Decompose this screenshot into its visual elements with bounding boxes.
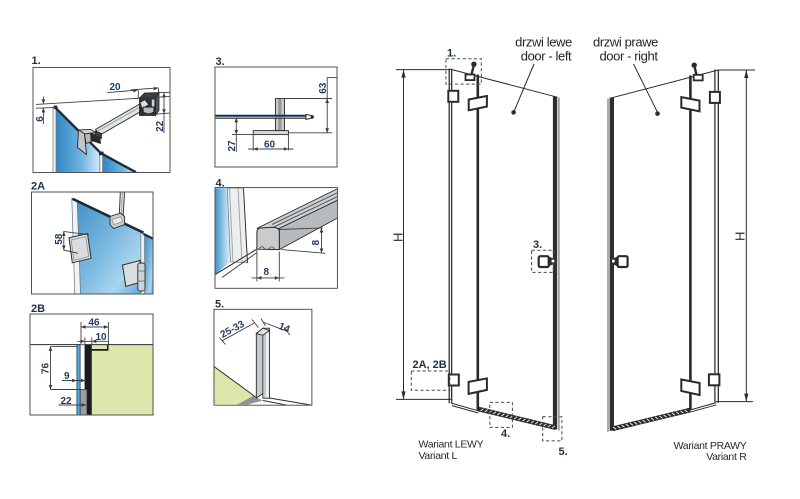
svg-text:drzwi prawe: drzwi prawe — [593, 35, 658, 50]
svg-text:5.: 5. — [215, 299, 224, 311]
svg-text:5.: 5. — [559, 446, 568, 458]
svg-text:3.: 3. — [216, 56, 225, 68]
svg-text:60: 60 — [264, 139, 276, 150]
svg-text:22: 22 — [155, 120, 166, 132]
svg-text:2A, 2B: 2A, 2B — [413, 359, 447, 371]
svg-text:4.: 4. — [501, 428, 510, 440]
svg-text:10: 10 — [96, 332, 108, 343]
svg-text:door - left: door - left — [521, 49, 572, 64]
svg-text:58: 58 — [54, 233, 65, 245]
svg-text:8: 8 — [264, 267, 270, 278]
svg-text:27: 27 — [227, 140, 238, 152]
svg-text:46: 46 — [89, 317, 101, 328]
svg-text:1.: 1. — [32, 55, 41, 67]
svg-text:Variant R: Variant R — [706, 451, 747, 463]
svg-text:8: 8 — [311, 240, 322, 246]
svg-text:H: H — [391, 233, 406, 242]
svg-text:2A: 2A — [31, 181, 45, 193]
svg-text:door - right: door - right — [599, 49, 658, 64]
svg-text:Variant L: Variant L — [419, 450, 458, 462]
svg-text:4.: 4. — [216, 178, 225, 190]
svg-text:20: 20 — [110, 82, 122, 93]
svg-text:22: 22 — [61, 396, 73, 407]
svg-text:drzwi lewe: drzwi lewe — [515, 35, 572, 50]
svg-text:3.: 3. — [533, 239, 542, 251]
svg-text:63: 63 — [318, 82, 329, 94]
svg-text:6: 6 — [35, 116, 46, 122]
svg-text:H: H — [733, 232, 748, 241]
svg-text:2B: 2B — [31, 303, 45, 315]
svg-text:14: 14 — [277, 321, 292, 336]
svg-text:9: 9 — [64, 371, 70, 382]
svg-text:Wariant PRAWY: Wariant PRAWY — [674, 440, 747, 452]
svg-text:76: 76 — [41, 362, 52, 374]
svg-text:Wariant LEWY: Wariant LEWY — [419, 439, 484, 451]
svg-text:1.: 1. — [447, 48, 456, 60]
